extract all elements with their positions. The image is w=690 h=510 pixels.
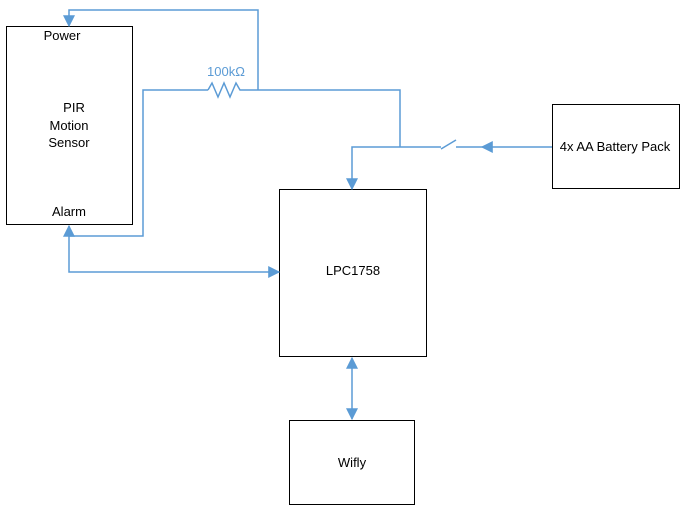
pir-name-line3: Sensor	[48, 135, 90, 150]
lpc1758-block: LPC1758	[279, 189, 427, 357]
wifly-box	[289, 420, 415, 505]
pir-name-line1: PIR	[63, 100, 85, 115]
switch-to-lpc1758-wire	[346, 146, 413, 191]
alarm-to-lpc1758-wire	[63, 224, 281, 278]
battery-pack-box	[552, 104, 680, 189]
power-switch	[413, 139, 482, 150]
pir-alarm-port-label: Alarm	[52, 204, 86, 219]
pir-sensor-box	[6, 26, 133, 225]
lpc1758-box	[279, 189, 427, 357]
battery-pack-label: 4x AA Battery Pack	[560, 139, 671, 154]
battery-pack-block: 4x AA Battery Pack	[552, 104, 680, 189]
resistor-zigzag	[207, 81, 258, 99]
resistor-value-label: 100kΩ	[207, 64, 245, 79]
supply-to-pir-power-wire	[63, 9, 259, 90]
pir-name-line2: Motion	[49, 118, 88, 133]
switch-blade	[440, 139, 457, 150]
pir-power-port-label: Power	[44, 28, 82, 43]
wifly-label: Wifly	[338, 455, 367, 470]
pir-sensor-block: Power PIR Motion Sensor Alarm	[6, 26, 133, 225]
lpc1758-label: LPC1758	[326, 263, 380, 278]
wifly-block: Wifly	[289, 420, 415, 505]
resistor-100k: 100kΩ	[207, 64, 258, 99]
switch-to-resistor-wire	[258, 89, 401, 147]
